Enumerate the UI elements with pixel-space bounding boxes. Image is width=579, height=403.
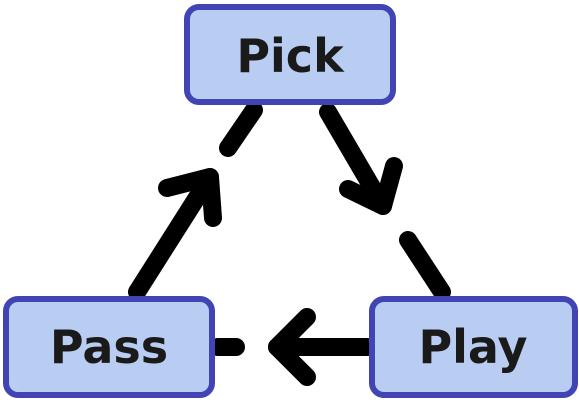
- node-pick-label: Pick: [236, 29, 345, 83]
- node-pick: Pick: [184, 4, 396, 105]
- arrow-pass-to-pick: [128, 101, 263, 301]
- node-pass: Pass: [3, 296, 215, 398]
- node-play: Play: [369, 296, 578, 398]
- node-pass-label: Pass: [50, 320, 168, 374]
- node-play-label: Play: [418, 320, 527, 374]
- arrow-play-to-pass: [209, 308, 376, 386]
- arrow-pick-to-play: [319, 103, 451, 301]
